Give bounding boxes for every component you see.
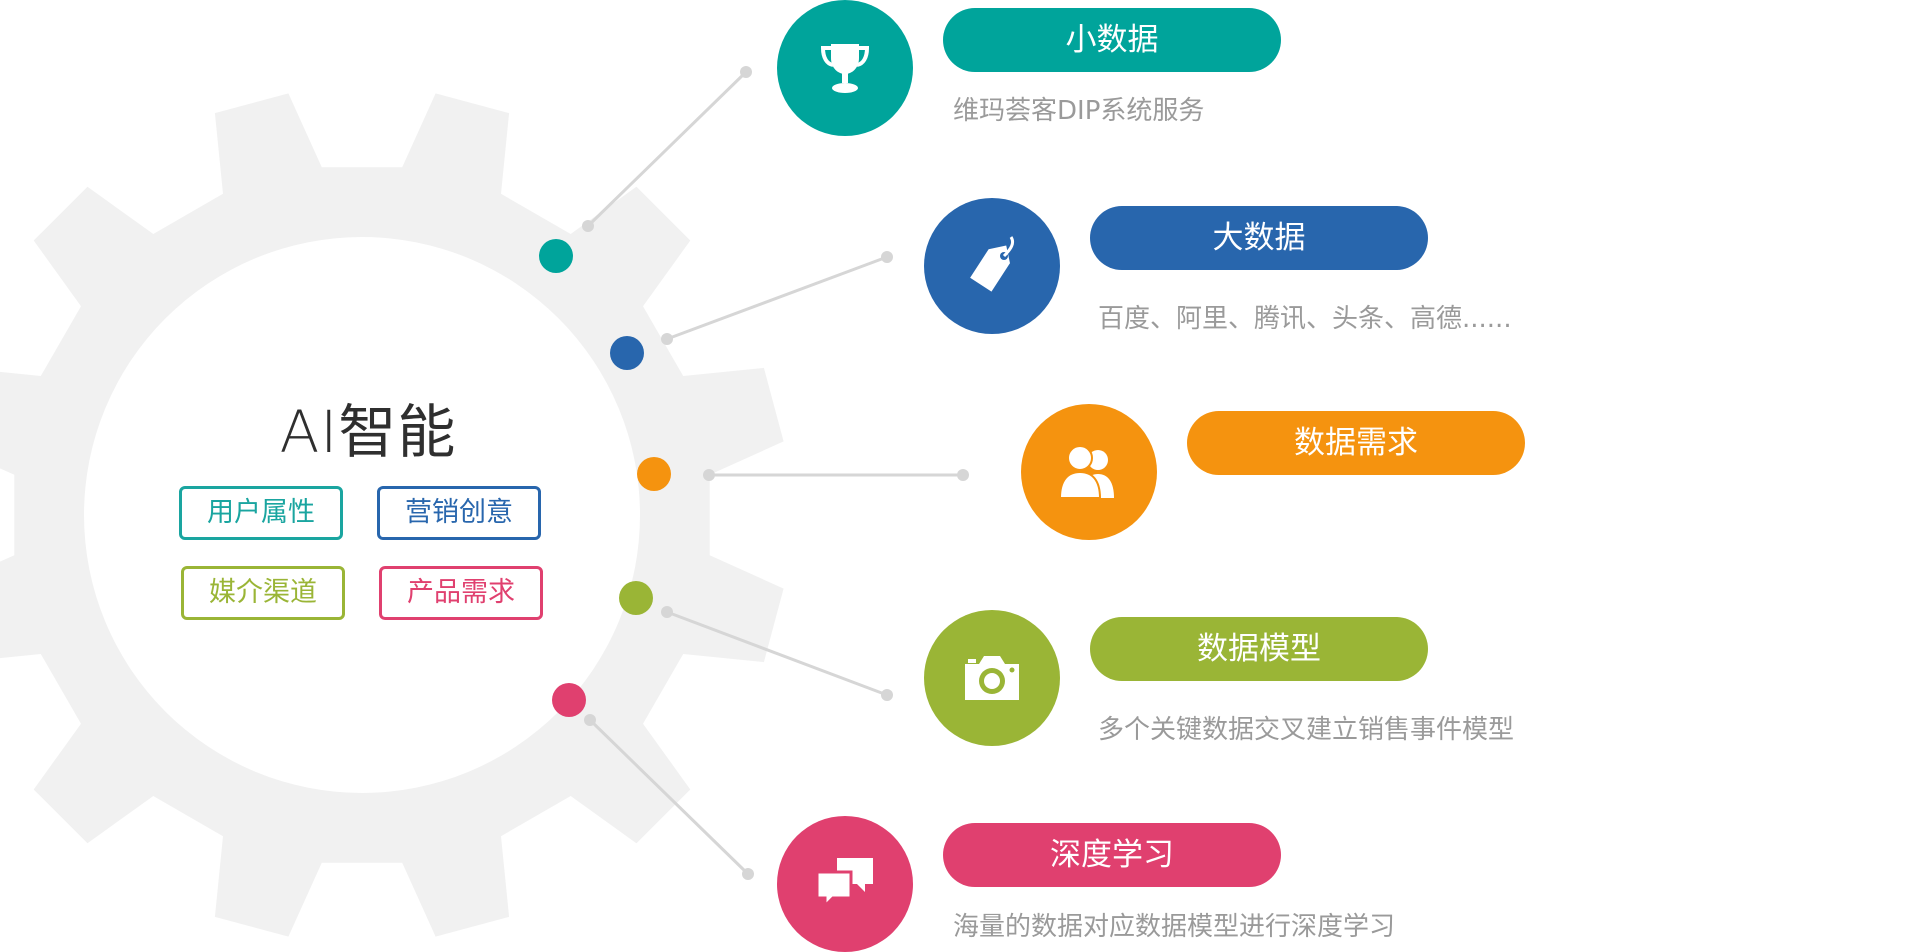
- tag-media-channels: 媒介渠道: [181, 566, 345, 620]
- price-tag-icon: [970, 236, 1015, 292]
- node-deep-learning-title: 深度学习: [943, 823, 1281, 887]
- node-data-model-description: 多个关键数据交叉建立销售事件模型: [1098, 715, 1515, 745]
- chat-bubbles-icon: [815, 858, 873, 910]
- connector-end-2b: [881, 251, 893, 263]
- connector-line-4: [666, 610, 888, 697]
- tag-product-demand: 产品需求: [379, 566, 543, 620]
- connector-end-5a: [584, 714, 596, 726]
- connector-end-1a: [582, 220, 594, 232]
- trophy-icon: [820, 44, 870, 93]
- node-deep-learning-description: 海量的数据对应数据模型进行深度学习: [953, 912, 1396, 942]
- tag-label: 营销创意: [405, 497, 513, 528]
- edge-dot-small-data: [539, 239, 573, 273]
- connector-end-2a: [661, 333, 673, 345]
- tag-marketing-creative: 营销创意: [377, 486, 541, 540]
- node-small-data-description: 维玛荟客DIP系统服务: [953, 96, 1205, 126]
- node-data-demand: [1021, 404, 1157, 540]
- connector-end-4a: [661, 606, 673, 618]
- connector-end-1b: [740, 66, 752, 78]
- node-deep-learning: [777, 816, 913, 952]
- edge-dot-big-data: [610, 336, 644, 370]
- connector-end-4b: [881, 689, 893, 701]
- center-title: AI智能: [279, 398, 457, 466]
- node-data-demand-title: 数据需求: [1187, 411, 1525, 475]
- tag-label: 产品需求: [407, 577, 515, 608]
- connector-line-5: [588, 718, 750, 876]
- gear-inner-circle: [84, 237, 640, 793]
- edge-dot-data-model: [619, 581, 653, 615]
- node-big-data: [924, 198, 1060, 334]
- users-icon: [1058, 445, 1114, 499]
- edge-dot-data-demand: [637, 457, 671, 491]
- connector-end-3b: [957, 469, 969, 481]
- connector-end-5b: [742, 868, 754, 880]
- node-small-data: [777, 0, 913, 136]
- node-big-data-description: 百度、阿里、腾讯、头条、高德......: [1098, 304, 1512, 334]
- node-data-model: [924, 610, 1060, 746]
- node-data-model-title: 数据模型: [1090, 617, 1428, 681]
- connector-line-1: [586, 70, 748, 228]
- connector-line-2: [666, 255, 888, 341]
- edge-dot-deep-learning: [552, 683, 586, 717]
- tag-user-attributes: 用户属性: [179, 486, 343, 540]
- node-big-data-title: 大数据: [1090, 206, 1428, 270]
- tag-label: 媒介渠道: [209, 577, 317, 608]
- connector-end-3a: [703, 469, 715, 481]
- connector-lines: [582, 66, 969, 880]
- node-small-data-title: 小数据: [943, 8, 1281, 72]
- camera-icon: [965, 656, 1019, 700]
- tag-label: 用户属性: [207, 497, 315, 528]
